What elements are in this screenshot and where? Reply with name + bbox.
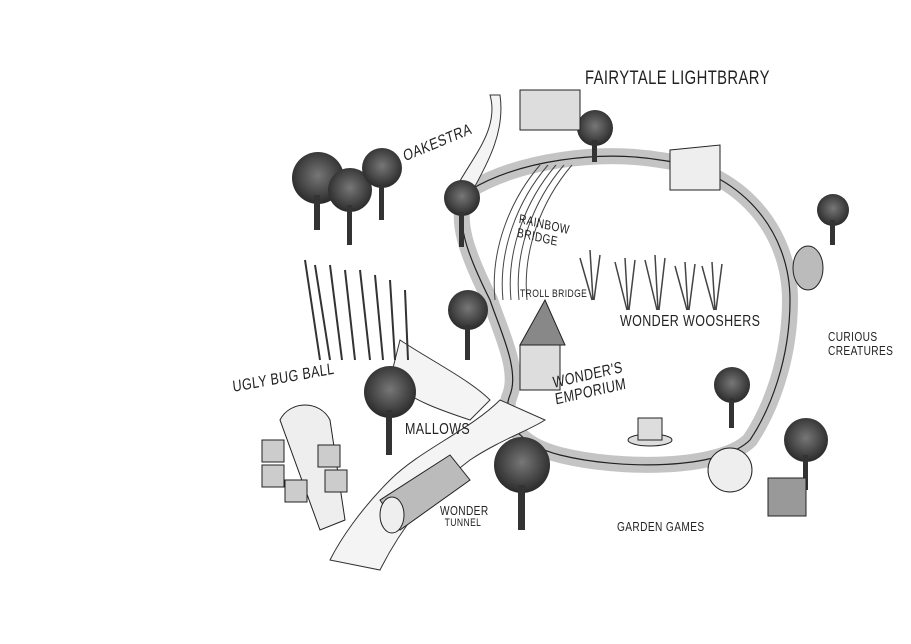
label-wonder-tunnel[interactable]: Wonder Tunnel bbox=[440, 504, 489, 529]
books-drawing bbox=[669, 144, 721, 191]
wonder-wooshers-drawing bbox=[579, 249, 723, 311]
label-fairytale-lightbrary[interactable]: Fairytale Lightbrary bbox=[585, 68, 770, 89]
label-troll-bridge[interactable]: Troll Bridge bbox=[520, 288, 588, 300]
willow-trees bbox=[304, 259, 409, 361]
label-line: Wonder bbox=[440, 503, 489, 518]
label-mallows[interactable]: Mallows bbox=[405, 421, 471, 438]
label-wonder-wooshers[interactable]: Wonder Wooshers bbox=[620, 313, 761, 330]
sun-drawing bbox=[707, 447, 753, 493]
emporium-hut-drawing bbox=[519, 298, 566, 391]
label-garden-games[interactable]: Garden Games bbox=[617, 519, 705, 534]
train-drawing bbox=[519, 89, 581, 131]
ugly-bug-ball-drawing bbox=[261, 404, 348, 531]
cube-drawing bbox=[767, 477, 807, 517]
trees bbox=[292, 110, 849, 530]
rainbow-bridge-drawing bbox=[493, 164, 573, 301]
wonder-tunnel-drawing bbox=[379, 454, 471, 534]
label-line: Curious bbox=[828, 329, 878, 344]
label-curious-creatures[interactable]: Curious Creatures bbox=[828, 330, 893, 357]
egg-drawing bbox=[792, 245, 824, 291]
label-line: Tunnel bbox=[444, 516, 482, 529]
label-line: Creatures bbox=[828, 342, 894, 358]
